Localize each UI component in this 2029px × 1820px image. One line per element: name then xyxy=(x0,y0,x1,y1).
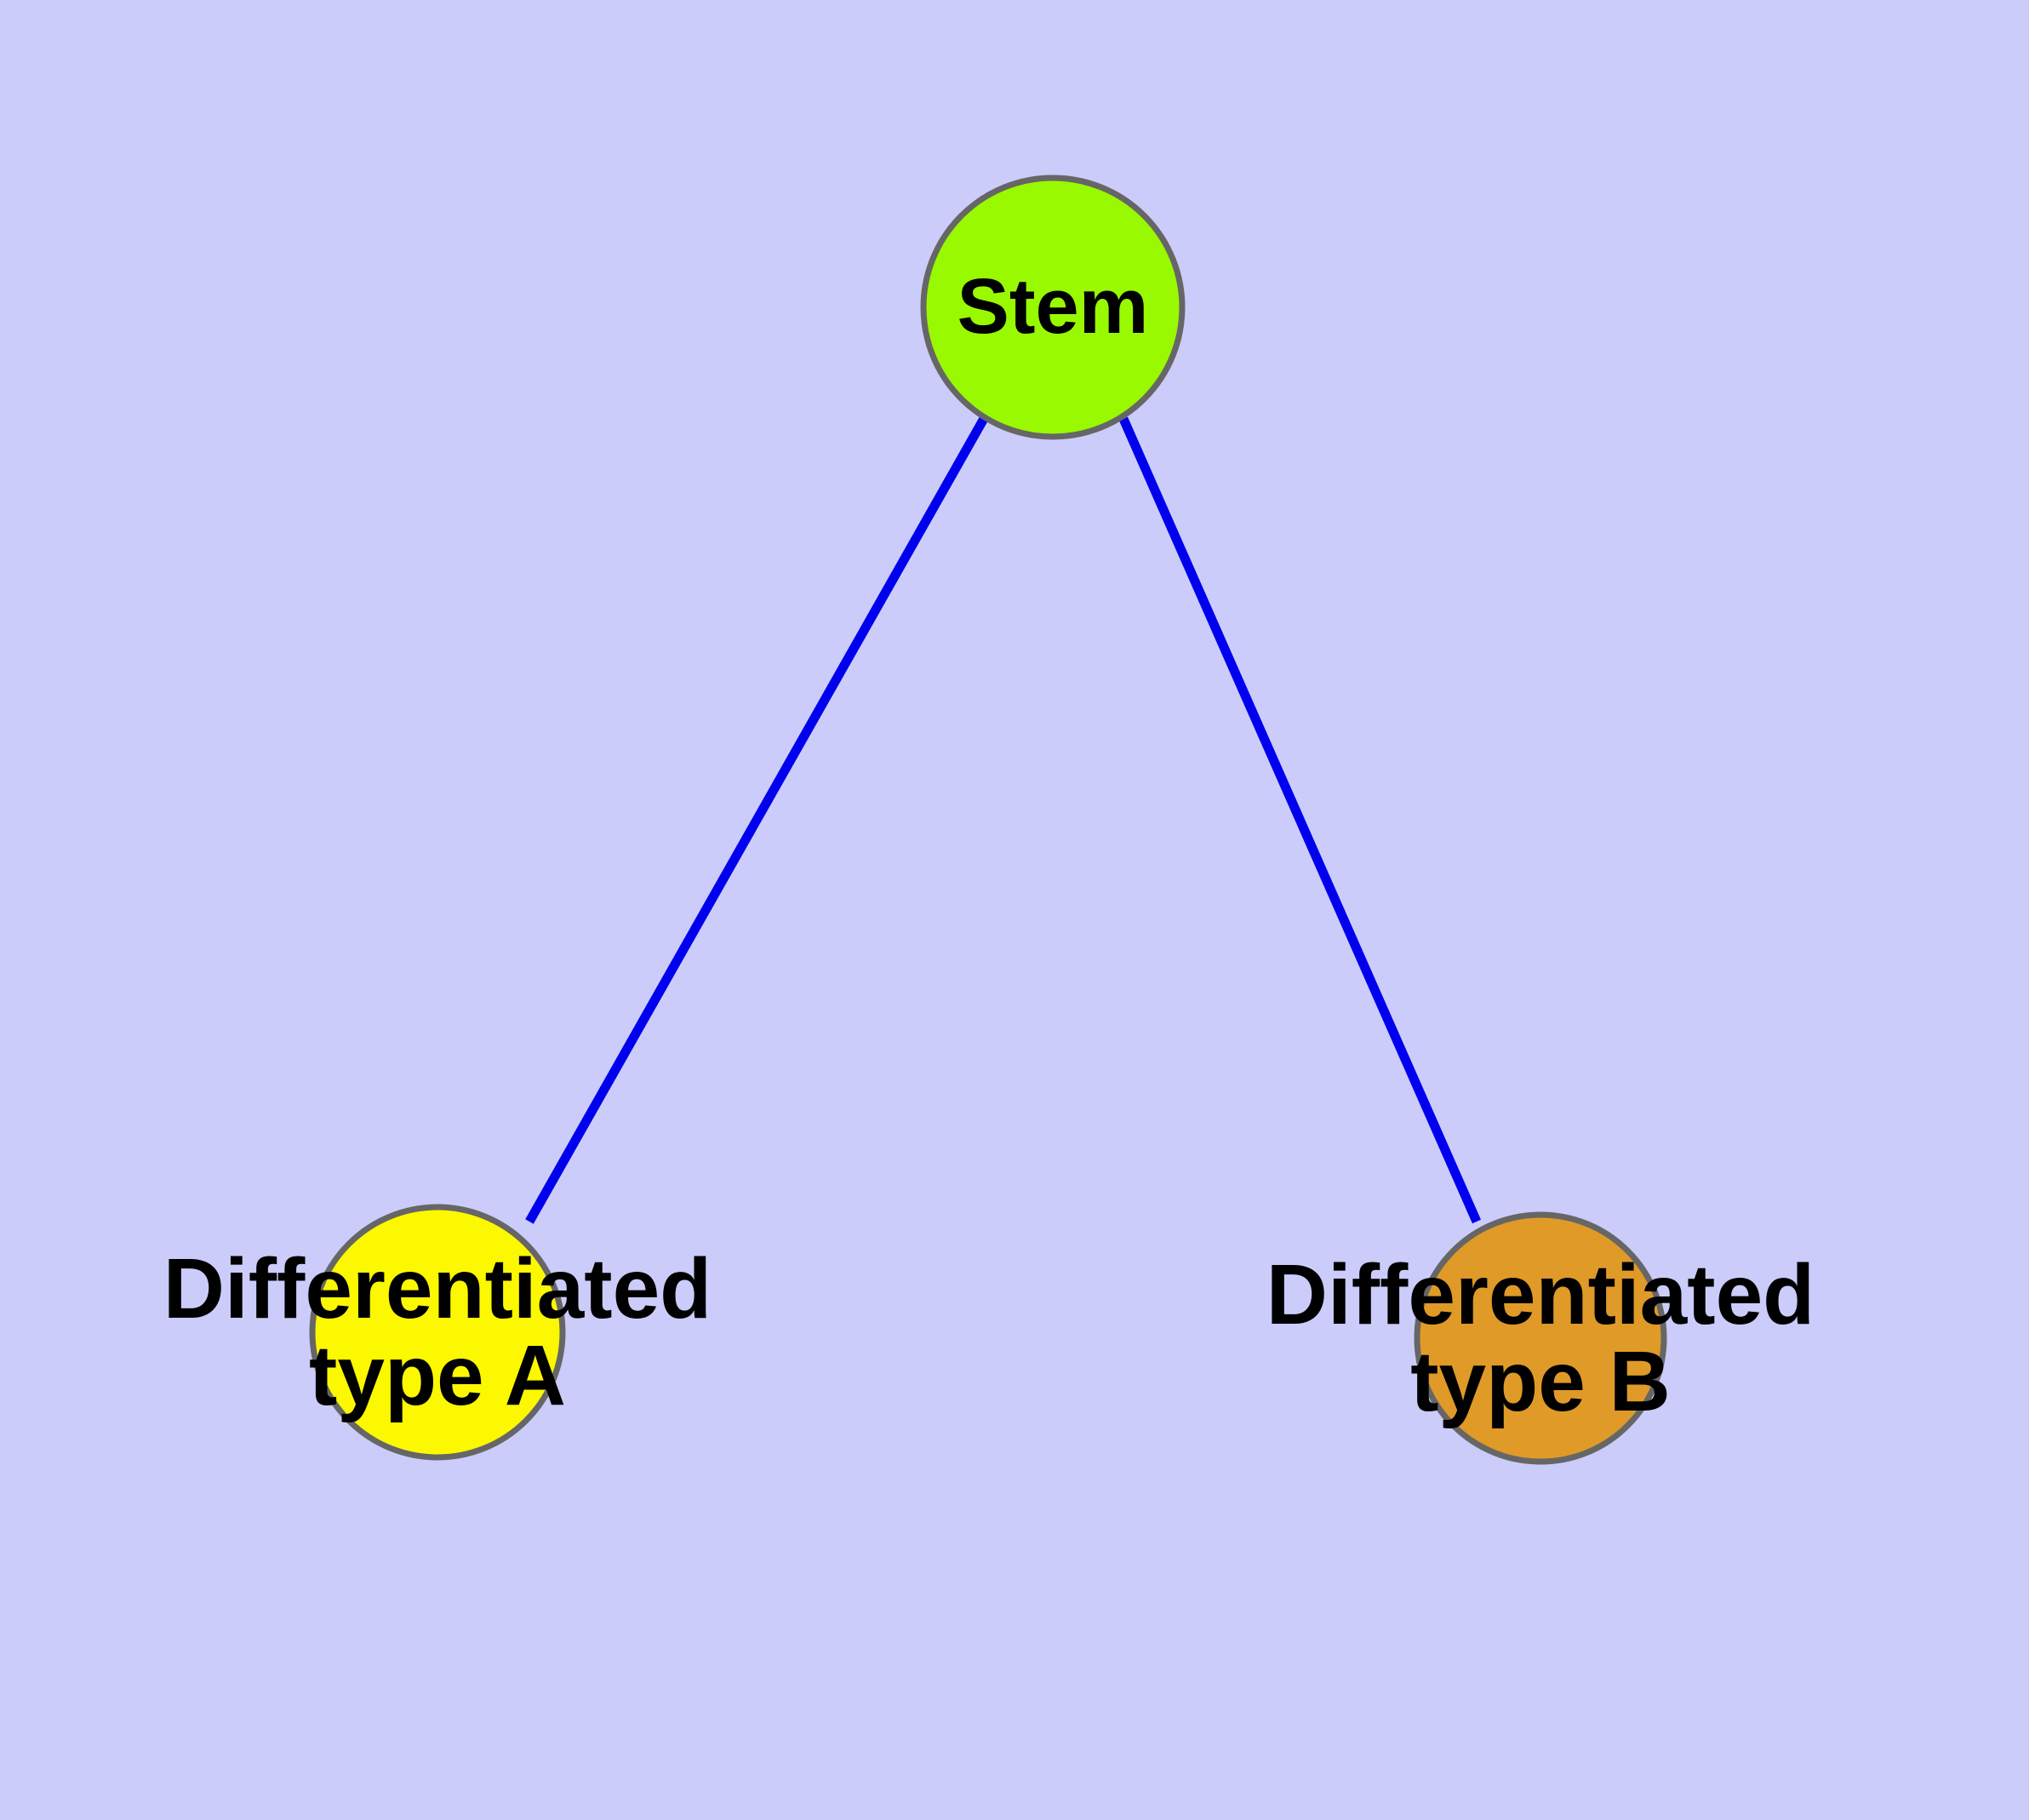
node-layer xyxy=(309,175,1667,1465)
node-stem-circle[interactable] xyxy=(920,175,1186,440)
edge-stem-to-diff-type-a xyxy=(525,415,989,1224)
edge-stem-to-diff-type-b xyxy=(1118,416,1482,1224)
node-diff-type-a-circle[interactable] xyxy=(309,1204,566,1461)
edge-layer xyxy=(525,415,1482,1224)
node-diff-type-b-circle[interactable] xyxy=(1414,1211,1667,1465)
